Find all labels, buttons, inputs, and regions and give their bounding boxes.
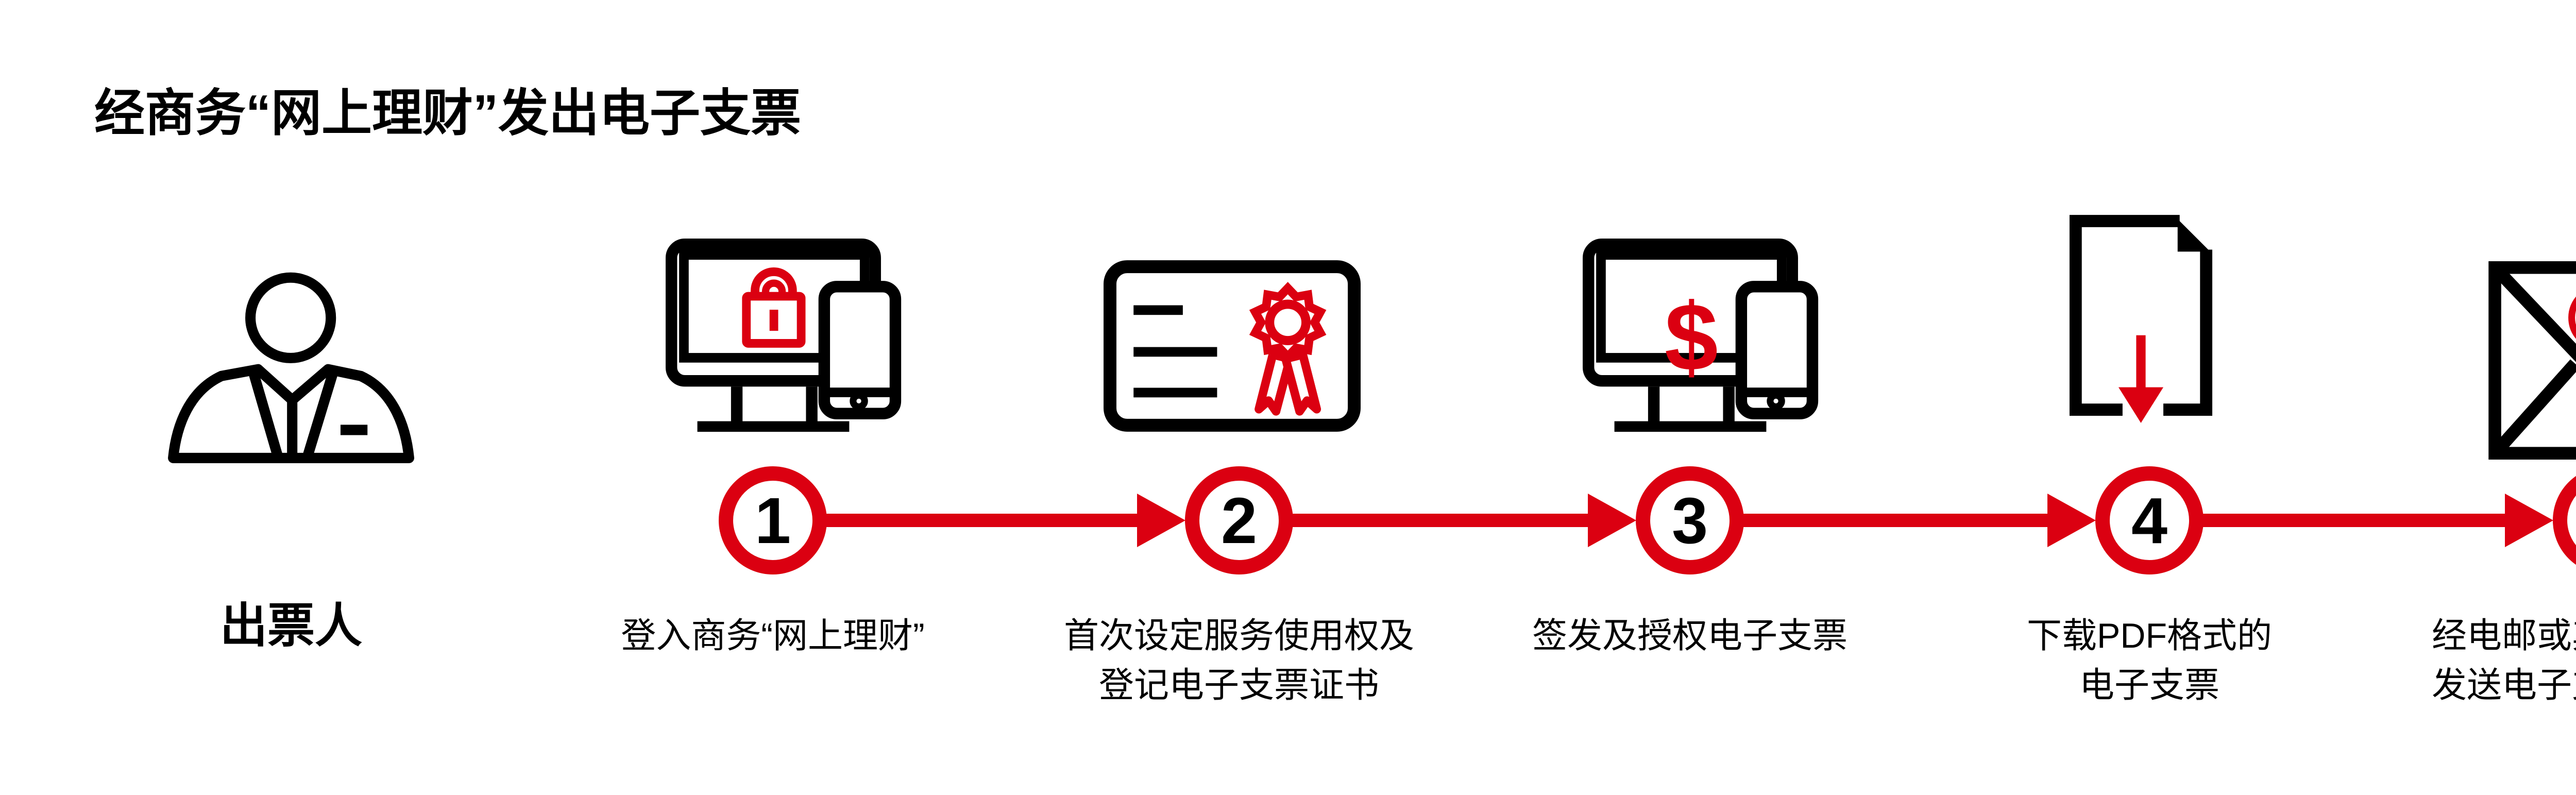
flow-arrow-4-5 — [2202, 514, 2505, 527]
page-title: 经商务“网上理财”发出电子支票 — [94, 84, 802, 141]
step-caption-2: 首次设定服务使用权及 登记电子支票证书 — [1002, 611, 1476, 710]
document-download-icon — [2067, 215, 2214, 425]
step-number-badge-2: 2 — [1185, 466, 1293, 574]
flow-arrow-1-2 — [826, 514, 1137, 527]
step-caption-4: 下载PDF格式的 电子支票 — [1912, 611, 2386, 710]
drawer-person-icon — [167, 272, 415, 465]
step-number-badge-1: 1 — [719, 466, 827, 574]
caption-line: 电子支票 — [2079, 666, 2219, 705]
actor-label: 出票人 — [219, 600, 362, 652]
step-number-badge-3: 3 — [1636, 466, 1744, 574]
caption-line: 签发及授权电子支票 — [1532, 616, 1848, 655]
step-caption-5: 经电邮或其他电子媒体 发送电子支票至收款人 — [2370, 611, 2576, 710]
step-number-badge-5: 5 — [2553, 466, 2576, 574]
caption-line: 下载PDF格式的 — [2026, 616, 2272, 655]
certificate-rosette-icon — [1104, 260, 1361, 432]
caption-line: 登入商务“网上理财” — [621, 616, 925, 655]
caption-line: 发送电子支票至收款人 — [2431, 666, 2576, 705]
step-caption-1: 登入商务“网上理财” — [536, 611, 1010, 661]
caption-line: 经电邮或其他电子媒体 — [2431, 616, 2576, 655]
step-caption-3: 签发及授权电子支票 — [1453, 611, 1927, 661]
desktop-lock-phone-icon — [666, 239, 902, 433]
flow-arrow-2-3 — [1292, 514, 1588, 527]
desktop-dollar-phone-icon: $ — [1583, 239, 1819, 433]
flow-arrow-3-4 — [1743, 514, 2047, 527]
email-at-icon: @ — [2488, 261, 2576, 460]
caption-line: 登记电子支票证书 — [1098, 666, 1379, 705]
caption-line: 首次设定服务使用权及 — [1063, 616, 1414, 655]
step-number-badge-4: 4 — [2095, 466, 2204, 574]
at-glyph: @ — [2564, 268, 2576, 354]
dollar-glyph: $ — [1665, 283, 1718, 391]
